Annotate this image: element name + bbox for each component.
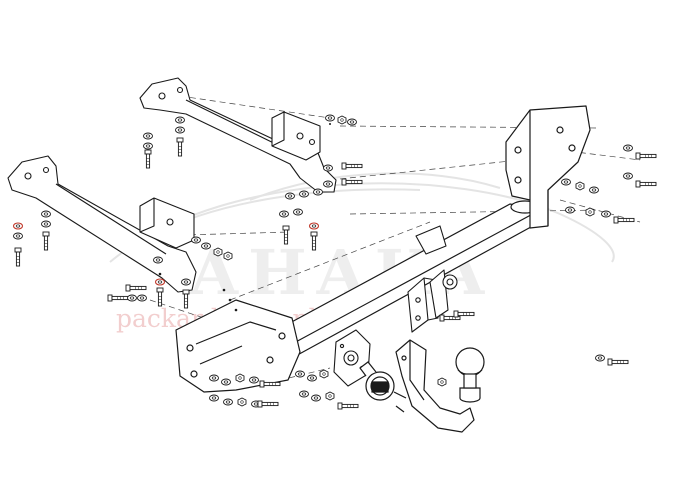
nut (337, 115, 347, 125)
washer (175, 116, 185, 124)
bolt (125, 284, 147, 292)
washer (323, 164, 333, 172)
washer (565, 206, 575, 214)
washer (589, 186, 599, 194)
bolt (14, 247, 22, 267)
washer (153, 256, 163, 264)
marker-dots (158, 123, 331, 312)
washer (209, 374, 219, 382)
socket-plate (333, 329, 371, 387)
washer (221, 378, 231, 386)
washer (561, 178, 571, 186)
washer (308, 222, 320, 230)
washer (623, 172, 633, 180)
nut (237, 397, 247, 407)
bolt (607, 358, 629, 366)
washer (601, 210, 611, 218)
washer (249, 376, 259, 384)
bolt (613, 216, 635, 224)
nut (437, 377, 447, 387)
washer (143, 132, 153, 140)
washer (347, 118, 357, 126)
washer (323, 180, 333, 188)
nut (585, 207, 595, 217)
washer (307, 374, 317, 382)
washer (143, 142, 153, 150)
washer (279, 210, 289, 218)
washer (181, 278, 191, 286)
bolt (635, 180, 657, 188)
bolt (310, 231, 318, 251)
bolt (156, 287, 164, 307)
right-mounting-arm (139, 77, 337, 193)
washer (41, 220, 51, 228)
washer (299, 190, 309, 198)
nut (575, 181, 585, 191)
washer (293, 208, 303, 216)
nut (325, 391, 335, 401)
bolt (635, 152, 657, 160)
washer (13, 232, 23, 240)
bolt (341, 162, 363, 170)
washer (325, 114, 335, 122)
nut (235, 373, 245, 383)
bolt (453, 310, 475, 318)
nut (223, 251, 233, 261)
washer (299, 390, 309, 398)
washer (127, 294, 137, 302)
right-side-bracket (505, 105, 591, 229)
tow-ball (455, 347, 485, 403)
nut (213, 247, 223, 257)
washer (311, 394, 321, 402)
washer (295, 370, 305, 378)
electrical-socket (359, 361, 407, 413)
tow-hook-neck (395, 339, 475, 433)
nut (319, 369, 329, 379)
washer (623, 144, 633, 152)
washer (313, 188, 323, 196)
hitch-mounting-lugs (407, 225, 458, 333)
bolt (182, 289, 190, 309)
washer (175, 126, 185, 134)
bolt (176, 137, 184, 157)
washer (41, 210, 51, 218)
washer (285, 192, 295, 200)
crossbar-tube (261, 200, 541, 359)
washer (223, 398, 233, 406)
bolt (337, 402, 359, 410)
bolt (107, 294, 129, 302)
bolt (257, 400, 279, 408)
washer (209, 394, 219, 402)
washer (154, 278, 166, 286)
washer (12, 222, 24, 230)
bolt (282, 225, 290, 245)
washer (201, 242, 211, 250)
washer (137, 294, 147, 302)
bolt (144, 149, 152, 169)
washer (191, 236, 201, 244)
washer (595, 354, 605, 362)
left-mounting-arm (7, 155, 197, 293)
bolt (42, 231, 50, 251)
left-side-plate (175, 299, 301, 393)
